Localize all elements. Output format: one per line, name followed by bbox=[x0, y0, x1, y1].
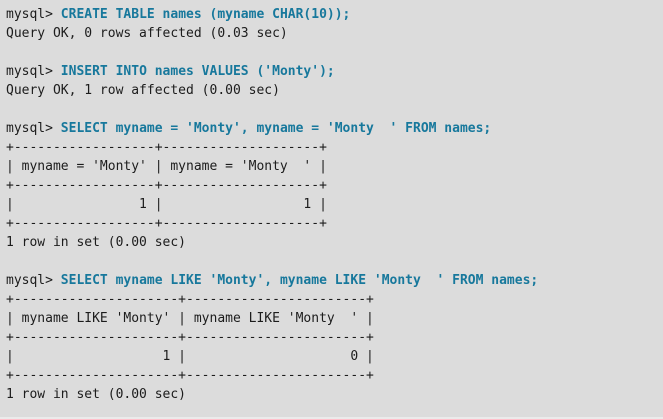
mysql-prompt: mysql> bbox=[6, 121, 61, 136]
terminal-command-line: mysql> SELECT myname LIKE 'Monty', mynam… bbox=[6, 271, 657, 290]
terminal-output-line: 1 row in set (0.00 sec) bbox=[6, 235, 187, 250]
terminal-output-line: | 1 | 1 | bbox=[6, 197, 327, 212]
sql-command: INSERT INTO names VALUES ('Monty'); bbox=[60, 64, 335, 79]
terminal-output-line: Query OK, 1 row affected (0.00 sec) bbox=[6, 83, 280, 98]
terminal-command-line: mysql> INSERT INTO names VALUES ('Monty'… bbox=[6, 62, 657, 81]
terminal-output-line: +---------------------+-----------------… bbox=[6, 330, 374, 345]
sql-command: SELECT myname = 'Monty', myname = 'Monty… bbox=[60, 121, 492, 136]
terminal-output-line: +---------------------+-----------------… bbox=[6, 368, 374, 383]
terminal-output-line: +------------------+--------------------… bbox=[6, 216, 327, 231]
terminal-blank-line bbox=[6, 100, 657, 119]
terminal-output-line: +------------------+--------------------… bbox=[6, 178, 327, 193]
sql-command: CREATE TABLE names (myname CHAR(10)); bbox=[60, 7, 351, 22]
terminal-blank-line bbox=[6, 43, 657, 62]
terminal-output-line: 1 row in set (0.00 sec) bbox=[6, 387, 187, 402]
terminal-output-line: | myname = 'Monty' | myname = 'Monty ' | bbox=[6, 159, 327, 174]
mysql-prompt: mysql> bbox=[6, 64, 61, 79]
sql-command: SELECT myname LIKE 'Monty', myname LIKE … bbox=[60, 273, 539, 288]
terminal-command-line: mysql> SELECT myname = 'Monty', myname =… bbox=[6, 119, 657, 138]
terminal-blank-line bbox=[6, 252, 657, 271]
mysql-prompt: mysql> bbox=[6, 7, 61, 22]
terminal-command-line: mysql> CREATE TABLE names (myname CHAR(1… bbox=[6, 5, 657, 24]
terminal-output-line: Query OK, 0 rows affected (0.03 sec) bbox=[6, 26, 288, 41]
terminal-output-line: +------------------+--------------------… bbox=[6, 140, 327, 155]
terminal-output-line: | 1 | 0 | bbox=[6, 349, 374, 364]
mysql-prompt: mysql> bbox=[6, 273, 61, 288]
terminal-output-line: +---------------------+-----------------… bbox=[6, 292, 374, 307]
terminal-output-line: | myname LIKE 'Monty' | myname LIKE 'Mon… bbox=[6, 311, 374, 326]
